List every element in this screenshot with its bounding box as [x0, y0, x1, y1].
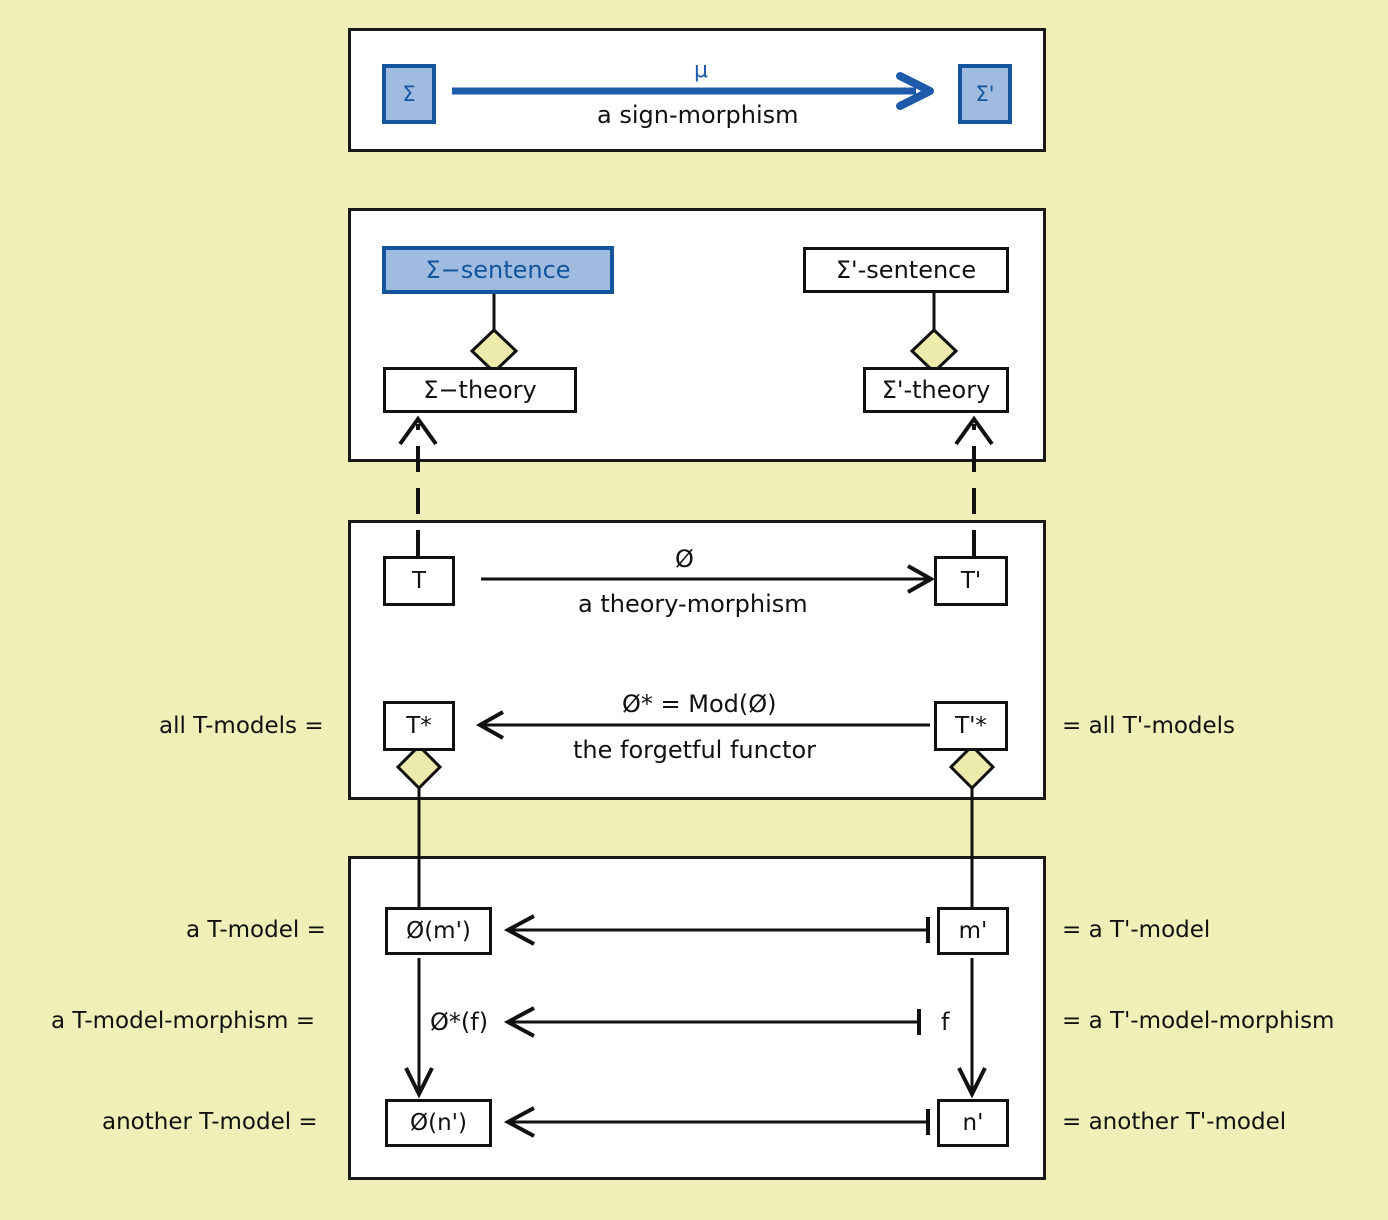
f-morphism-symbol: f: [941, 1008, 950, 1036]
node-sigma-theory-label: Σ−theory: [423, 376, 537, 404]
node-t-label: T: [411, 567, 427, 594]
node-sigma-prime-sentence[interactable]: Σ'-sentence: [803, 247, 1009, 293]
node-t-prime-star-label: T'*: [955, 712, 987, 739]
node-sigma-sentence-label: Σ−sentence: [425, 256, 571, 284]
node-t-star-label: T*: [406, 712, 432, 739]
label-all-t-prime-models: = all T'-models: [1062, 713, 1236, 739]
node-n-prime-label: n': [962, 1109, 984, 1136]
node-t-prime[interactable]: T': [934, 556, 1008, 606]
node-phi-m-prime-label: Ø(m'): [406, 917, 471, 944]
label-a-t-prime-model: = a T'-model: [1062, 917, 1211, 943]
label-another-t-prime-model: = another T'-model: [1062, 1109, 1287, 1135]
node-sigma-prime[interactable]: Σ': [958, 64, 1012, 124]
node-phi-n-prime[interactable]: Ø(n'): [385, 1099, 492, 1147]
node-t-star[interactable]: T*: [383, 701, 455, 751]
label-a-t-model-morphism: a T-model-morphism =: [51, 1008, 316, 1034]
node-m-prime-label: m': [958, 917, 988, 944]
forgetful-functor-symbol: Ø* = Mod(Ø): [622, 690, 777, 718]
sign-morphism-symbol: μ: [694, 58, 708, 83]
node-sigma-theory[interactable]: Σ−theory: [383, 367, 577, 413]
node-sigma-prime-sentence-label: Σ'-sentence: [835, 256, 977, 284]
label-all-t-models: all T-models =: [159, 713, 324, 739]
signature-panel: [348, 28, 1046, 152]
node-m-prime[interactable]: m': [937, 907, 1009, 955]
node-sigma-prime-theory-label: Σ'-theory: [881, 376, 991, 404]
theory-morphism-caption: a theory-morphism: [578, 590, 808, 618]
node-sigma-prime-label: Σ': [975, 81, 995, 106]
node-sigma-prime-theory[interactable]: Σ'-theory: [863, 367, 1009, 413]
label-another-t-model: another T-model =: [102, 1109, 318, 1135]
sign-morphism-caption: a sign-morphism: [597, 101, 799, 129]
node-t-prime-star[interactable]: T'*: [934, 701, 1008, 751]
node-phi-n-prime-label: Ø(n'): [410, 1109, 467, 1136]
node-t-prime-label: T': [960, 567, 982, 594]
label-a-t-model: a T-model =: [186, 917, 326, 943]
node-n-prime[interactable]: n': [937, 1099, 1009, 1147]
node-sigma[interactable]: Σ: [382, 64, 436, 124]
node-t[interactable]: T: [383, 556, 455, 606]
forgetful-functor-caption: the forgetful functor: [573, 736, 816, 764]
theory-morphism-symbol: Ø: [675, 545, 694, 573]
node-phi-m-prime[interactable]: Ø(m'): [385, 907, 492, 955]
label-a-t-prime-model-morphism: = a T'-model-morphism: [1062, 1008, 1335, 1034]
node-sigma-label: Σ: [402, 81, 416, 106]
node-sigma-sentence[interactable]: Σ−sentence: [382, 246, 614, 294]
model-morphism-symbol: Ø*(f): [430, 1008, 489, 1036]
